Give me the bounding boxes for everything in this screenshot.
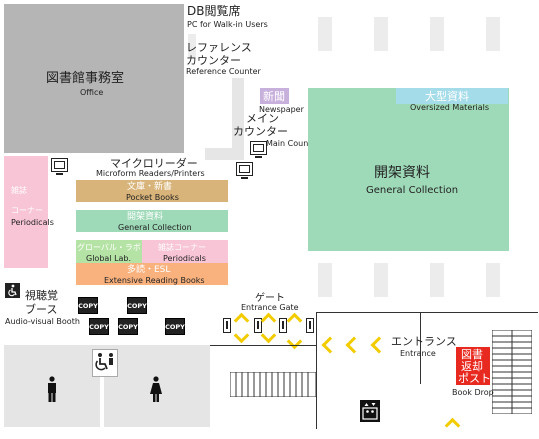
general-collection-area [308, 88, 509, 251]
gate-door [279, 318, 287, 333]
shelf [486, 263, 500, 297]
shelf [486, 17, 500, 51]
shelf [430, 263, 444, 297]
entrance-arrow-icon [345, 336, 363, 354]
newspaper-label-jp: 新聞 [263, 90, 285, 103]
global-lab-label-jp: グローバル・ラボ [77, 243, 141, 252]
global-lab-label-en: Global Lab. [86, 254, 132, 263]
periodicals-small-label-en: Periodicals [163, 254, 206, 263]
pocket-books-label-jp: 文庫・新書 [127, 182, 173, 192]
pocket-books-area [76, 180, 228, 202]
microform-label-en: Microform Readers/Printers [96, 169, 205, 178]
pc-icon [51, 158, 68, 175]
reference-counter-label-en: Reference Counter [186, 67, 261, 76]
entrance-arrow-icon [444, 417, 461, 434]
pc-icon [250, 141, 267, 158]
gate-label-jp: ゲート [255, 293, 285, 304]
av-booth-label-jp1: 視聴覚 [25, 289, 58, 302]
copy-machine-icon: COPY [165, 318, 185, 335]
global-lab-area [76, 240, 142, 263]
wall [210, 345, 316, 346]
general-collection-large-label-en: General Collection [366, 185, 459, 196]
shelf [318, 17, 332, 51]
main-counter-desk [205, 148, 244, 160]
staircase [229, 371, 317, 398]
entrance-arrow-icon [286, 333, 303, 350]
pc-icon [236, 162, 253, 179]
entrance-arrow-icon [233, 312, 250, 329]
wall [316, 312, 538, 313]
book-drop-label-jp2: 返却 [461, 360, 483, 373]
extensive-reading-label-jp: 多読・ESL [127, 265, 171, 275]
entrance-arrow-icon [286, 312, 303, 329]
extensive-reading-label-en: Extensive Reading Books [104, 276, 205, 285]
man-icon [45, 376, 59, 406]
book-drop-label-jp1: 図書 [461, 348, 483, 361]
restroom-divider [100, 370, 104, 427]
main-counter-label-jp2: カウンター [233, 125, 288, 138]
office-label-jp: 図書館事務室 [46, 71, 125, 86]
entrance-arrow-icon [260, 312, 277, 329]
periodicals-left-label-en: Periodicals [11, 218, 54, 227]
entrance-label-jp: エントランス [391, 335, 457, 348]
shelf [188, 34, 196, 58]
entrance-arrow-icon [233, 327, 250, 344]
oversized-label-en: Oversized Materials [410, 103, 490, 112]
copy-machine-icon: COPY [78, 297, 98, 314]
entrance-arrow-icon [370, 336, 388, 354]
copy-machine-icon: COPY [89, 318, 109, 335]
periodicals-left-label-jp2: コーナー [11, 206, 43, 215]
shelf [318, 263, 332, 297]
reference-counter-label-jp1: レファレンス [186, 41, 252, 54]
copy-machine-icon: COPY [118, 318, 138, 335]
pocket-books-label-en: Pocket Books [126, 193, 179, 202]
db-seats-label-en: PC for Walk-in Users [187, 20, 268, 29]
periodicals-area [4, 156, 48, 268]
oversized-area [396, 88, 508, 104]
wheelchair-icon [5, 283, 20, 298]
book-drop-box [456, 347, 490, 385]
oversized-label-jp: 大型資料 [425, 90, 469, 103]
shelf [374, 17, 388, 51]
newspaper-area [260, 88, 289, 104]
main-counter-label-en: Main Counter [266, 139, 320, 148]
general-collection-large-label-jp: 開架資料 [374, 165, 430, 181]
gate-door [254, 318, 262, 333]
book-drop-label-jp3: ポスト [458, 372, 491, 385]
periodicals-left-label-jp1: 雑誌 [11, 186, 27, 195]
newspaper-label-en: Newspaper [259, 105, 304, 114]
db-seats-label-jp: DB閲覧席 [187, 4, 241, 18]
office-area [4, 4, 184, 153]
av-booth-label-jp2: ブース [25, 303, 58, 316]
wall [316, 312, 317, 429]
staircase [491, 329, 533, 415]
entrance-label-en: Entrance [400, 349, 436, 358]
reference-counter-label-jp2: カウンター [186, 54, 241, 67]
elevator-icon [360, 400, 380, 422]
office-label-en: Office [80, 88, 104, 97]
periodicals-small-area [142, 240, 228, 263]
av-booth-label-en: Audio-visual Booth [5, 317, 80, 326]
general-collection-small-area [76, 210, 228, 232]
gate-door [223, 318, 231, 333]
gate-label-en: Entrance Gate [241, 303, 299, 312]
general-collection-small-label-jp: 開架資料 [127, 212, 164, 222]
woman-icon [149, 376, 163, 406]
multipurpose-toilet-icon [92, 349, 118, 377]
microform-label-jp: マイクロリーダー [110, 157, 198, 170]
wall [420, 312, 421, 384]
periodicals-small-label-jp: 雑誌コーナー [158, 243, 206, 252]
main-counter-label-jp1: メイン [246, 112, 279, 125]
entrance-arrow-icon [260, 327, 277, 344]
general-collection-small-label-en: General Collection [118, 223, 192, 232]
shelf [430, 17, 444, 51]
main-counter-desk [232, 78, 244, 160]
entrance-arrow-icon [321, 336, 339, 354]
book-drop-label-en: Book Drop [452, 388, 494, 397]
extensive-reading-area [76, 263, 228, 285]
shelf [374, 263, 388, 297]
copy-machine-icon: COPY [127, 297, 147, 314]
gate-door [306, 318, 314, 333]
